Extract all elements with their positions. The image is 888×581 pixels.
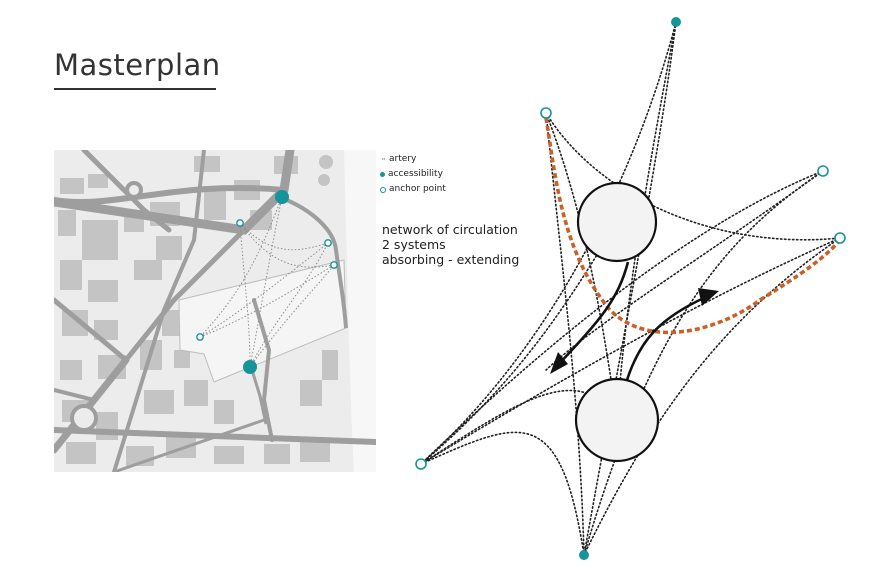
legend-item-anchor-point: anchor point <box>380 182 446 197</box>
legend-label: accessibility <box>388 169 443 179</box>
legend-item-accessibility: accessibility <box>380 167 446 182</box>
title-underline <box>54 88 216 90</box>
legend-label: artery <box>389 154 417 164</box>
note-line: absorbing - extending <box>382 252 520 267</box>
concept-note: network of circulation 2 systems absorbi… <box>382 222 519 267</box>
ring-dot-icon <box>380 186 386 193</box>
note-line: network of circulation <box>382 222 518 237</box>
note-line: 2 systems <box>382 237 446 252</box>
dotted-line-icon: ·· <box>381 155 385 164</box>
page-title: Masterplan <box>54 48 221 82</box>
legend-label: anchor point <box>389 184 446 194</box>
circulation-diagram <box>415 17 846 560</box>
site-map <box>54 150 376 472</box>
legend: ·· artery accessibility anchor point <box>380 152 446 197</box>
legend-item-artery: ·· artery <box>380 152 446 167</box>
filled-dot-icon <box>380 172 385 177</box>
